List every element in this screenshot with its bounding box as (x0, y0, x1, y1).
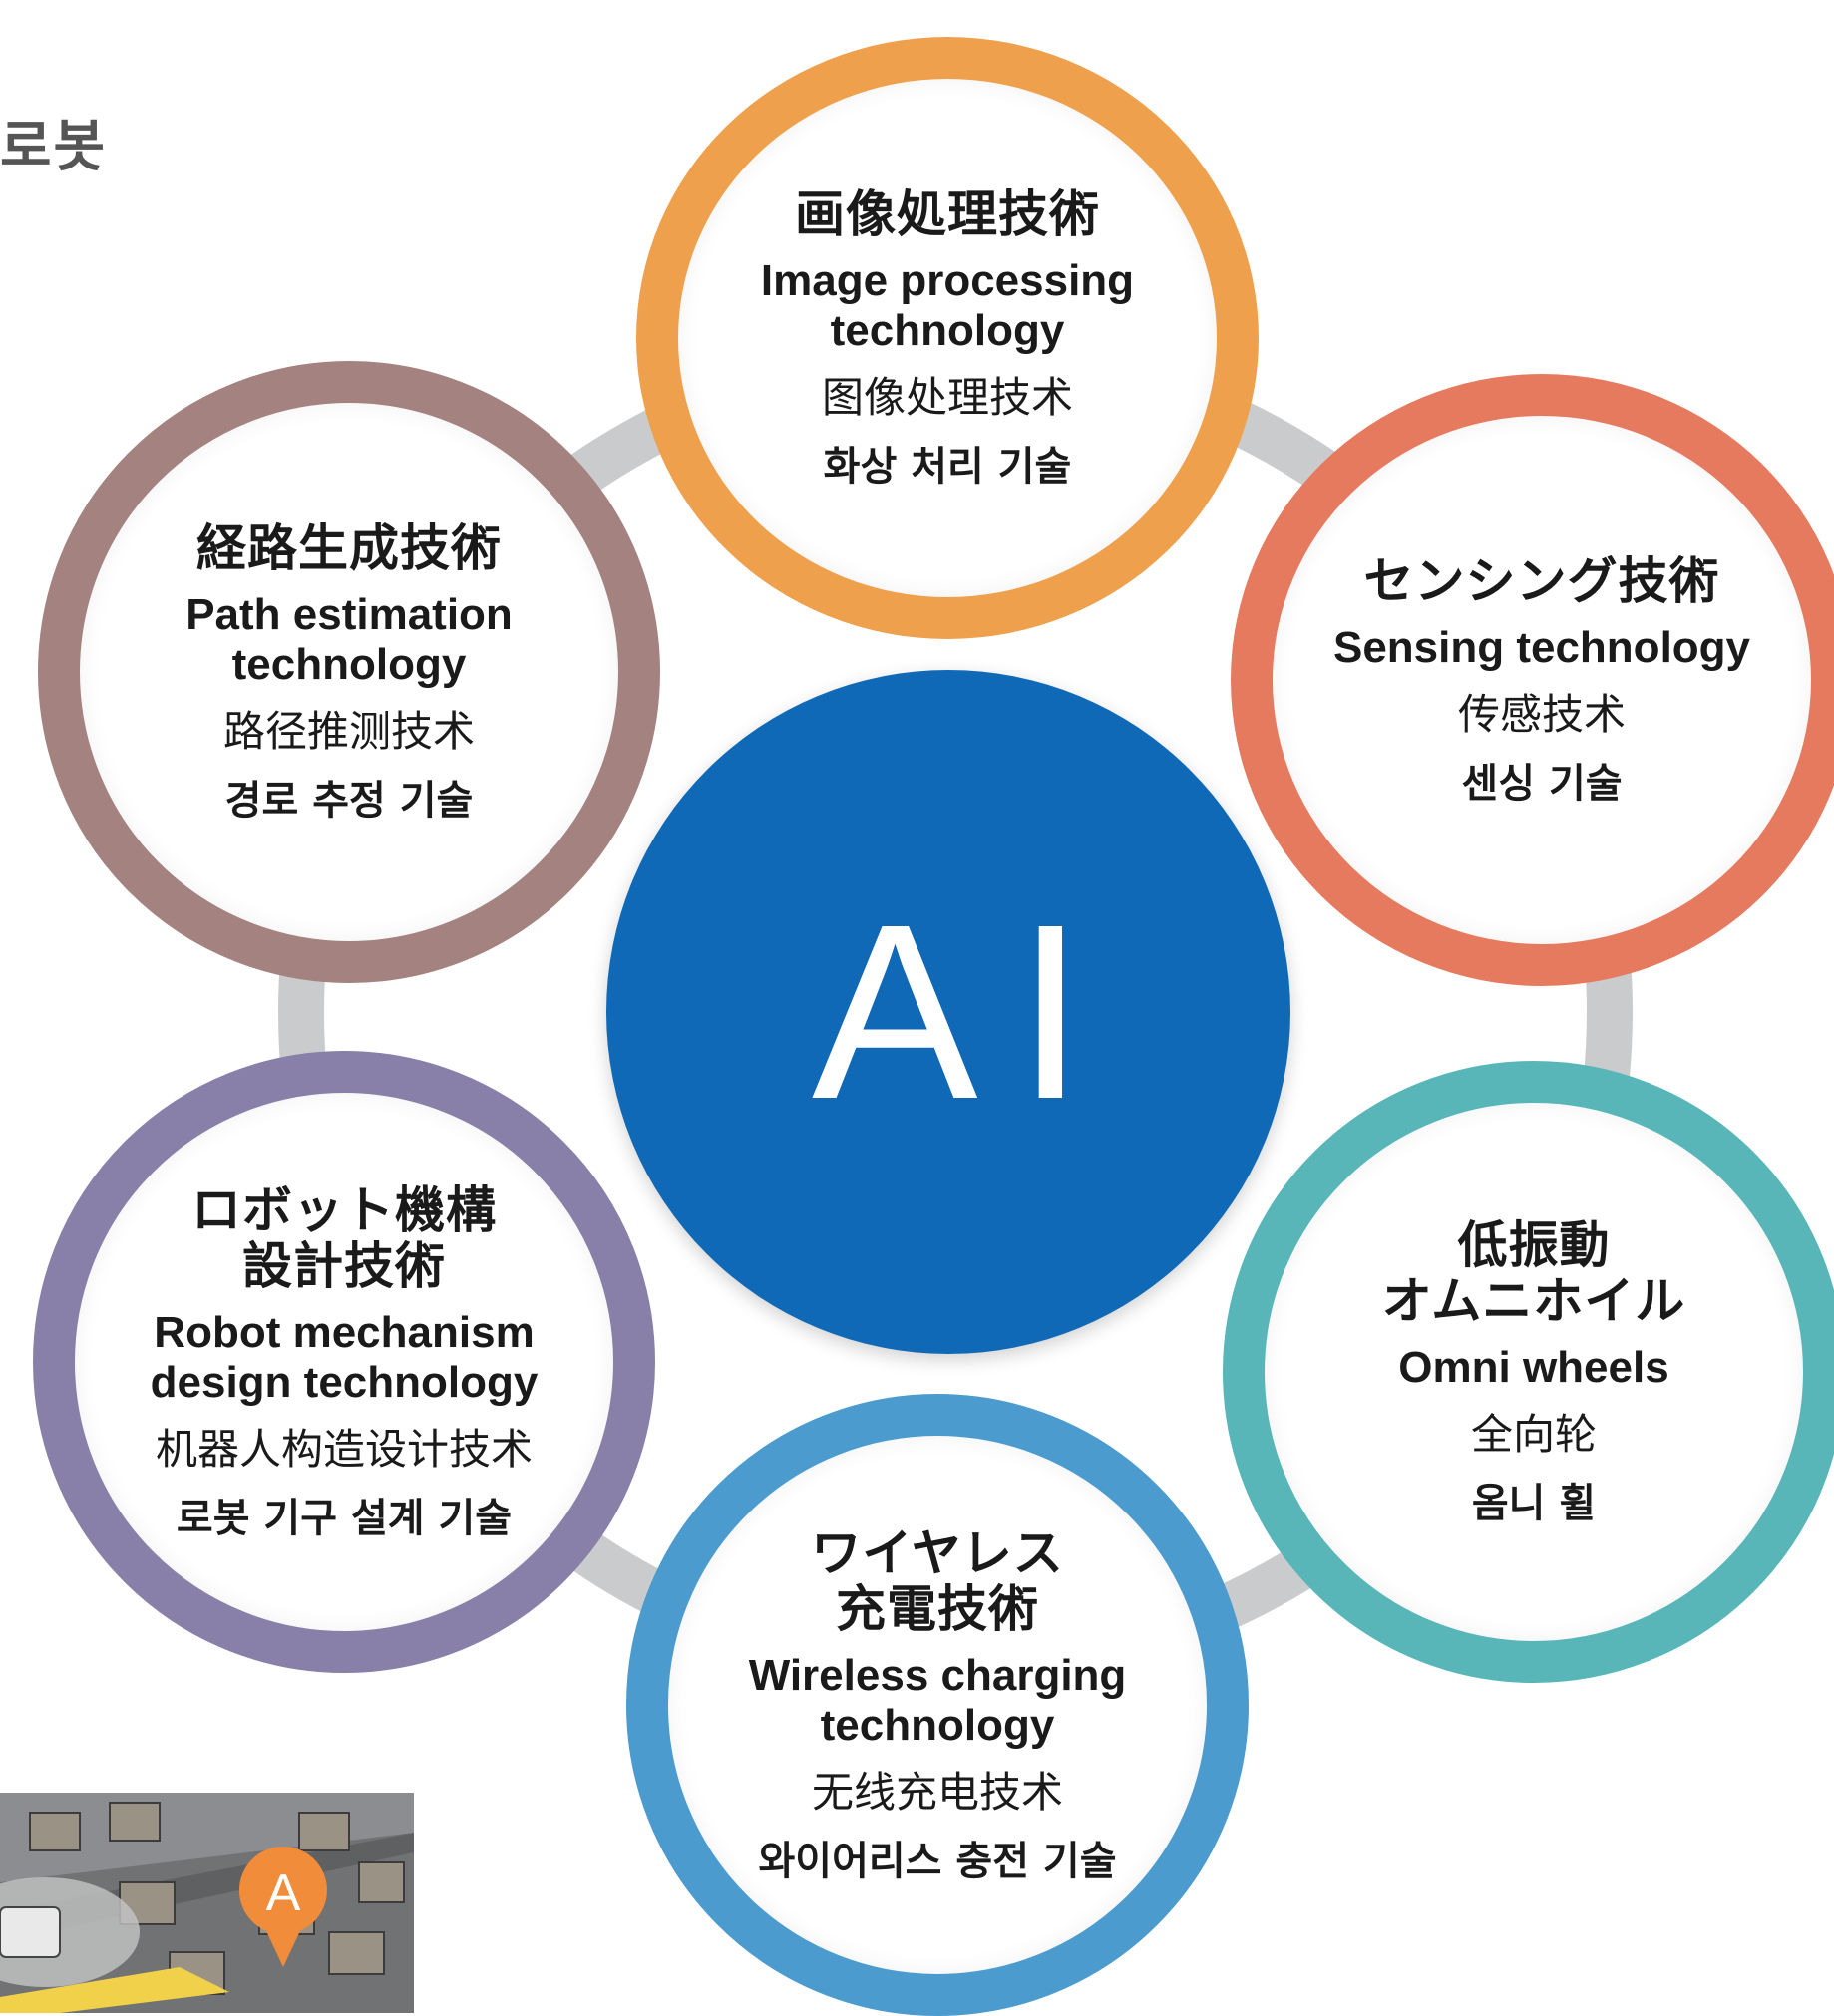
node-sensing[interactable]: センシング技術 Sensing technology 传感技术 센싱 기술 (1231, 374, 1834, 986)
pin-letter: A (266, 1864, 301, 1922)
node-omni-wheels-zh: 全向轮 (1470, 1409, 1597, 1459)
node-robot-mechanism-zh: 机器人构造设计技术 (155, 1424, 533, 1474)
node-image-processing-zh: 图像处理技术 (821, 372, 1073, 422)
node-path-estimation-ko: 경로 추정 기술 (224, 777, 474, 824)
node-wireless-charging-en: Wireless charging technology (748, 1651, 1127, 1750)
node-robot-mechanism-jp: ロボット機構 設計技術 (191, 1181, 497, 1296)
node-image-processing-en: Image processing technology (760, 256, 1135, 355)
node-sensing-ko: 센싱 기술 (1461, 761, 1623, 807)
node-image-processing-jp: 画像処理技術 (795, 185, 1100, 244)
ai-core-label: AI (811, 872, 1124, 1151)
node-robot-mechanism-ko: 로봇 기구 설계 기술 (176, 1495, 513, 1541)
node-path-estimation[interactable]: 経路生成技術 Path estimation technology 路径推测技术… (38, 361, 660, 983)
node-omni-wheels-en: Omni wheels (1398, 1342, 1669, 1392)
node-image-processing-ko: 화상 처리 기술 (823, 443, 1072, 490)
node-omni-wheels-ko: 옴니 휠 (1471, 1481, 1597, 1526)
node-wireless-charging-zh: 无线充电技术 (811, 1767, 1063, 1817)
node-path-estimation-zh: 路径推测技术 (222, 706, 475, 756)
warehouse-thumbnail: A (0, 1793, 414, 2013)
node-omni-wheels-jp: 低振動 オムニホイル (1381, 1215, 1686, 1330)
node-sensing-en: Sensing technology (1332, 622, 1751, 672)
node-sensing-zh: 传感技术 (1457, 689, 1626, 739)
corner-label: 로봇 (0, 115, 108, 179)
node-omni-wheels[interactable]: 低振動 オムニホイル Omni wheels 全向轮 옴니 휠 (1223, 1061, 1834, 1683)
node-path-estimation-en: Path estimation technology (185, 590, 513, 689)
node-wireless-charging-jp: ワイヤレス 充電技術 (811, 1524, 1064, 1639)
node-path-estimation-jp: 経路生成技術 (196, 519, 502, 578)
node-wireless-charging-ko: 와이어리스 충전 기술 (758, 1838, 1117, 1884)
node-robot-mechanism-en: Robot mechanism design technology (150, 1308, 539, 1407)
node-sensing-jp: センシング技術 (1363, 551, 1720, 610)
node-image-processing[interactable]: 画像処理技術 Image processing technology 图像处理技… (636, 37, 1259, 639)
ai-core: AI (606, 670, 1290, 1354)
node-robot-mechanism[interactable]: ロボット機構 設計技術 Robot mechanism design techn… (33, 1051, 655, 1673)
location-pin-icon: A (238, 1847, 327, 1967)
warehouse-scene: A (0, 1793, 414, 2013)
node-wireless-charging[interactable]: ワイヤレス 充電技術 Wireless charging technology … (626, 1394, 1249, 2016)
